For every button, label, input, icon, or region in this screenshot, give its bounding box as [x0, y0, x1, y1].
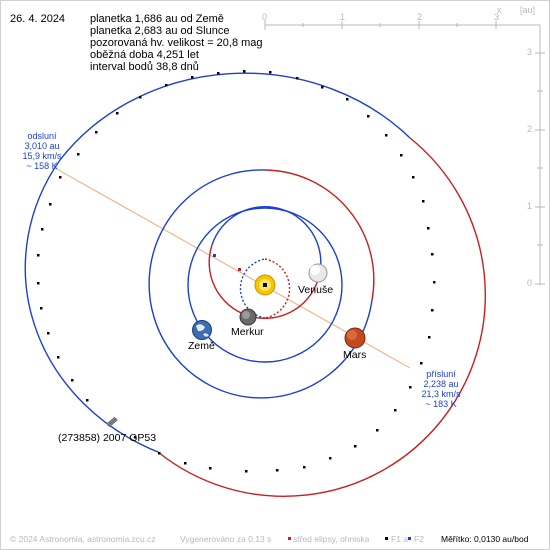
- asteroid-name: (273858) 2007 GP53: [58, 432, 157, 444]
- legend-center-dot: [288, 537, 291, 540]
- legend-center-label: střed elipsy, ohniska: [293, 534, 370, 544]
- mercury-label: Merkur: [231, 326, 264, 338]
- perihelion-annotation: přísluní 2,238 au 21,3 km/s ~ 183 K: [412, 369, 470, 409]
- earth-label: Země: [188, 340, 215, 352]
- mars-planet: [344, 327, 366, 349]
- date-label: 26. 4. 2024: [10, 13, 66, 25]
- top-scale: [264, 20, 540, 30]
- perihelion-speed: 21,3 km/s: [421, 389, 461, 399]
- aphelion-temp: ~ 158 K: [26, 161, 58, 171]
- mars-orbit-south: [264, 169, 375, 301]
- asteroid-marker: [106, 416, 118, 428]
- aphelion-speed: 15,9 km/s: [22, 151, 62, 161]
- sun: [254, 274, 276, 296]
- ellipse-center: [238, 268, 241, 271]
- y-tick-0: 0: [527, 278, 533, 288]
- earth-orbit: [187, 207, 343, 363]
- x-tick-1: 1: [340, 12, 346, 22]
- venus-label: Venuše: [298, 284, 334, 296]
- sun-distance: planetka 2,683 au od Slunce: [90, 25, 230, 37]
- perihelion-title: přísluní: [426, 369, 456, 379]
- mercury-planet: [239, 308, 257, 326]
- perihelion-distance: 2,238 au: [423, 379, 459, 389]
- magnitude: pozorovaná hv. velikost = 20,8 mag: [90, 37, 263, 49]
- y-tick-2: 2: [527, 124, 533, 134]
- earth-distance: planetka 1,686 au od Země: [90, 13, 224, 25]
- asteroid-orbit-points: [37, 70, 436, 473]
- y-tick-3: 3: [527, 47, 533, 57]
- earth-planet: [192, 320, 212, 340]
- scale-text: Měřítko: 0,0130 au/bod: [441, 534, 529, 544]
- asteroid-orbit-south: [157, 137, 486, 497]
- legend-f2-label: F2: [414, 534, 424, 544]
- legend-f1-label: F1 a: [391, 534, 409, 544]
- unit-label: [au]: [520, 5, 536, 15]
- x-tick-0: 0: [262, 12, 268, 22]
- orbital-period: oběžná doba 4,251 let: [90, 49, 199, 61]
- generated-time: Vygenerováno za 0,13 s: [180, 534, 272, 544]
- venus-planet: [308, 263, 328, 283]
- y-tick-1: 1: [527, 201, 533, 211]
- x-tick-2: 2: [417, 12, 423, 22]
- mars-label: Mars: [343, 349, 367, 361]
- aphelion-title: odsluní: [27, 131, 57, 141]
- asteroid-orbit-north-west: [24, 159, 159, 453]
- mars-orbit-north: [148, 169, 373, 399]
- info-block: planetka 1,686 au od Země planetka 2,683…: [90, 13, 263, 73]
- aphelion-annotation: odsluní 3,010 au 15,9 km/s ~ 158 K: [14, 131, 70, 171]
- x-tick-3: 3: [494, 12, 500, 22]
- perihelion-temp: ~ 183 K: [425, 399, 457, 409]
- mercury-orbit-north: [239, 258, 266, 319]
- legend-f1-dot: [385, 537, 388, 540]
- mercury-orbit-south: [264, 258, 291, 319]
- right-scale: [535, 25, 545, 285]
- x-axis-label: x: [497, 5, 502, 15]
- legend-f2-dot: [408, 537, 411, 540]
- point-interval: interval bodů 38,8 dnů: [90, 61, 199, 73]
- focus-f2: [213, 254, 216, 257]
- copyright: © 2024 Astronomia, astronomia.zcu.cz: [10, 534, 156, 544]
- asteroid-orbit-north: [59, 72, 411, 161]
- aphelion-distance: 3,010 au: [24, 141, 60, 151]
